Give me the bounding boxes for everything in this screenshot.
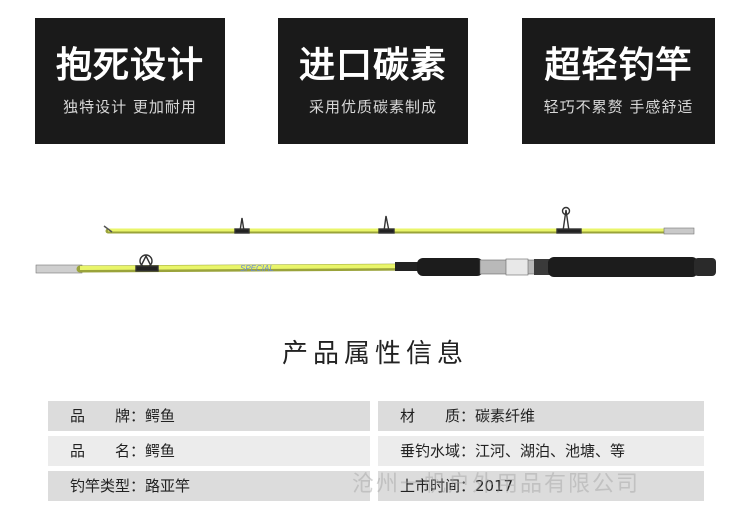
rod-butt-section: SPECIAL bbox=[35, 254, 716, 277]
spec-label: 品 牌： bbox=[70, 407, 146, 425]
spec-value: 鳄鱼 bbox=[145, 407, 176, 425]
spec-value: 路亚竿 bbox=[145, 477, 191, 495]
spec-label: 品 名： bbox=[70, 442, 146, 460]
spec-label: 垂钓水域： bbox=[400, 442, 476, 460]
spec-label: 钓竿类型： bbox=[70, 477, 146, 495]
feature-box-lightweight: 超轻钓竿 轻巧不累赘 手感舒适 bbox=[522, 18, 715, 144]
feature-box-carbon: 进口碳素 采用优质碳素制成 bbox=[278, 18, 468, 144]
spec-value: 2017 bbox=[475, 477, 514, 495]
fishing-rod-image: SPECIAL bbox=[35, 206, 716, 277]
spec-brand: 品 牌：鳄鱼 bbox=[48, 401, 370, 431]
feature-box-lock-design: 抱死设计 独特设计 更加耐用 bbox=[35, 18, 225, 144]
rod-tip-section bbox=[103, 206, 695, 235]
rod-brand-text: SPECIAL bbox=[240, 264, 274, 273]
spec-value: 江河、湖泊、池塘、等 bbox=[475, 442, 626, 460]
spec-material: 材 质：碳素纤维 bbox=[378, 401, 704, 431]
feature-subtitle: 独特设计 更加耐用 bbox=[63, 98, 197, 116]
feature-subtitle: 采用优质碳素制成 bbox=[308, 98, 437, 116]
feature-title: 抱死设计 bbox=[55, 45, 204, 86]
spec-rod-type: 钓竿类型：路亚竿 bbox=[48, 471, 370, 501]
spec-value: 碳素纤维 bbox=[475, 407, 536, 425]
spec-label: 材 质： bbox=[400, 407, 476, 425]
spec-name: 品 名：鳄鱼 bbox=[48, 436, 370, 466]
spec-label: 上市时间： bbox=[400, 477, 476, 495]
spec-launch-date: 上市时间：2017 bbox=[378, 471, 704, 501]
spec-water: 垂钓水域：江河、湖泊、池塘、等 bbox=[378, 436, 704, 466]
feature-title: 超轻钓竿 bbox=[544, 45, 693, 86]
spec-value: 鳄鱼 bbox=[145, 442, 176, 460]
section-title: 产品属性信息 bbox=[281, 339, 468, 369]
feature-subtitle: 轻巧不累赘 手感舒适 bbox=[543, 98, 694, 116]
feature-title: 进口碳素 bbox=[298, 45, 447, 86]
